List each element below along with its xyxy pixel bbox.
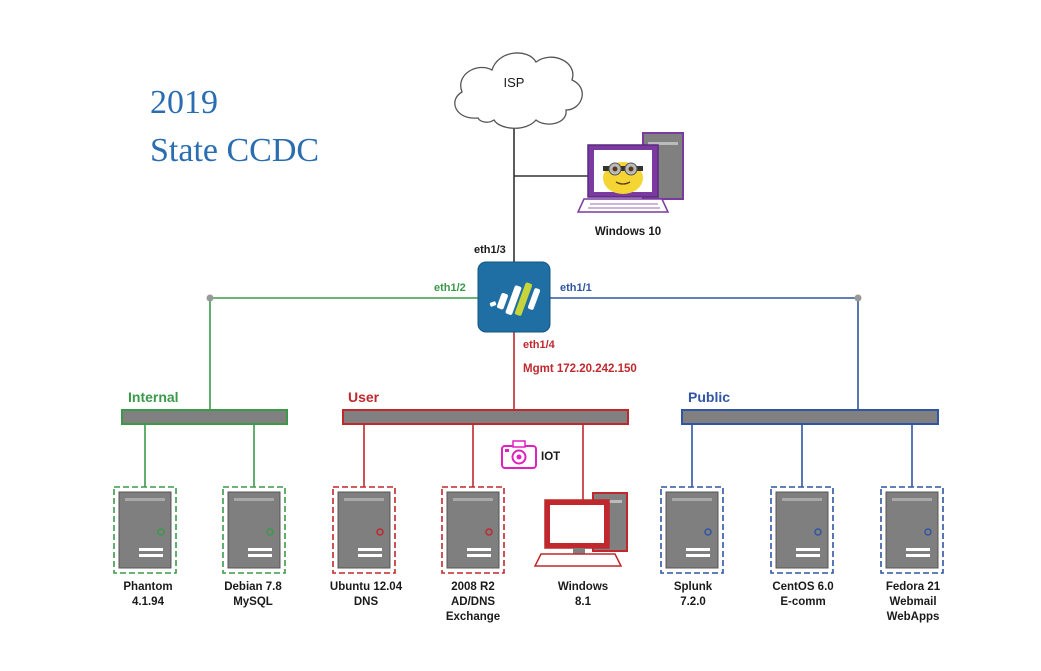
host-label-phantom: Phantom 4.1.94 <box>103 580 193 610</box>
host-label-line: Windows <box>557 581 609 593</box>
minion-icon <box>603 162 643 194</box>
junction-dot <box>854 294 862 302</box>
host-label-line: Splunk <box>673 581 713 593</box>
host-label-line: Exchange <box>445 611 501 623</box>
port-eth1-2: eth1/2 <box>434 282 466 294</box>
host-label-line: E-comm <box>780 596 826 608</box>
host-label-line: Debian 7.8 <box>224 581 282 593</box>
server-icon <box>332 486 396 574</box>
server-icon <box>113 486 177 574</box>
port-eth1-1: eth1/1 <box>560 282 592 294</box>
host-label-line: Ubuntu 12.04 <box>329 581 403 593</box>
server-icon <box>441 486 505 574</box>
host-label-debian: Debian 7.8 MySQL <box>208 580 298 610</box>
host-label-line: 7.2.0 <box>680 596 706 608</box>
host-label-line: Phantom <box>123 581 173 593</box>
host-label-fedora: Fedora 21 Webmail WebApps <box>868 580 958 625</box>
isp-label: ISP <box>503 75 525 90</box>
host-label-2008r2: 2008 R2 AD/DNS Exchange <box>428 580 518 625</box>
host-label-line: MySQL <box>233 596 273 608</box>
server-icon <box>660 486 724 574</box>
host-label-line: Fedora 21 <box>885 581 941 593</box>
host-label-line: 8.1 <box>575 596 591 608</box>
host-label-centos: CentOS 6.0 E-comm <box>758 580 848 610</box>
segment-public-label: Public <box>688 389 731 405</box>
windows10-workstation <box>576 132 684 213</box>
mgmt-address: Mgmt 172.20.242.150 <box>523 363 637 375</box>
firewall-logo-icon <box>489 282 541 316</box>
iot-label: IOT <box>541 451 561 463</box>
public-switch <box>681 409 939 425</box>
segment-user-label: User <box>348 389 380 405</box>
host-label-line: AD/DNS <box>450 596 496 608</box>
host-label-ubuntu: Ubuntu 12.04 DNS <box>318 580 414 610</box>
title-event: State CCDC <box>150 132 320 169</box>
port-eth1-3: eth1/3 <box>474 244 506 256</box>
host-label-line: Webmail <box>889 596 937 608</box>
host-label-line: 4.1.94 <box>132 596 164 608</box>
isp-cloud <box>454 52 583 129</box>
server-icon <box>222 486 286 574</box>
server-icon <box>880 486 944 574</box>
iot-camera-icon <box>501 440 537 469</box>
windows10-label: Windows 10 <box>594 226 662 238</box>
port-eth1-4: eth1/4 <box>523 339 555 351</box>
server-icon <box>770 486 834 574</box>
host-label-line: CentOS 6.0 <box>772 581 834 593</box>
firewall <box>477 261 551 333</box>
segment-internal-label: Internal <box>128 389 179 405</box>
junction-dot <box>206 294 214 302</box>
wires <box>144 120 913 500</box>
host-label-line: DNS <box>353 596 379 608</box>
host-label-line: 2008 R2 <box>451 581 495 593</box>
internal-switch <box>121 409 288 425</box>
title-year: 2019 <box>150 84 218 121</box>
user-switch <box>342 409 629 425</box>
host-label-line: WebApps <box>886 611 940 623</box>
hosts <box>113 486 944 574</box>
host-label-windows81: Windows 8.1 <box>538 580 628 610</box>
host-label-splunk: Splunk 7.2.0 <box>648 580 738 610</box>
workstation-icon <box>533 492 628 567</box>
